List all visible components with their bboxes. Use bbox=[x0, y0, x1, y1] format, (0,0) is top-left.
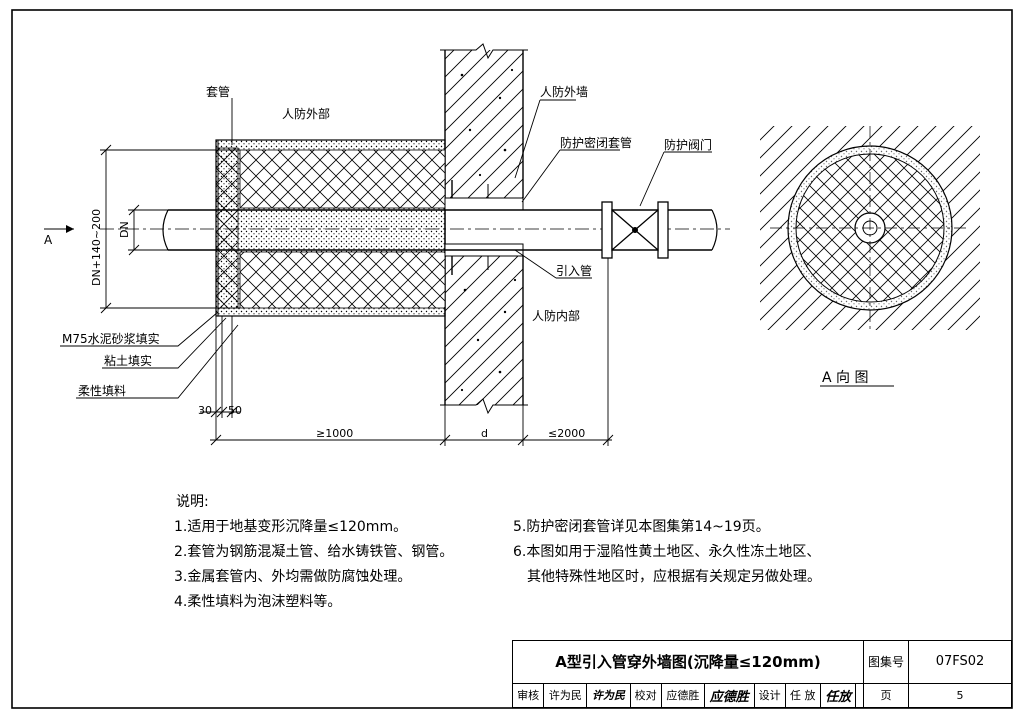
dim-30: 30 bbox=[198, 404, 212, 417]
label-clay: 粘土填实 bbox=[104, 353, 152, 368]
atlas-no-label: 图集号 bbox=[863, 640, 909, 684]
sheet-border bbox=[11, 9, 1013, 709]
notes-heading: 说明: bbox=[176, 494, 209, 510]
note-3: 3.金属套管内、外均需做防腐蚀处理。 bbox=[174, 569, 412, 585]
title-block: A型引入管穿外墙图(沉降量≤120mm) 图集号 07FS02 审核 许为民 许… bbox=[511, 640, 1012, 709]
drawing-labels: 套管 人防外部 人防外墙 防护密闭套管 防护阀门 引入管 人防内部 M75水泥砂… bbox=[44, 84, 868, 440]
note-1: 1.适用于地基变形沉降量≤120mm。 bbox=[174, 519, 408, 535]
section-view bbox=[44, 43, 730, 446]
protective-valve bbox=[601, 201, 669, 259]
label-protective-sleeve: 防护密闭套管 bbox=[560, 135, 632, 150]
reviewer-name: 许为民 bbox=[543, 682, 588, 709]
note-4: 4.柔性填料为泡沫塑料等。 bbox=[174, 594, 342, 610]
dim-d: d bbox=[481, 427, 488, 440]
design-label: 设计 bbox=[753, 682, 786, 709]
designer-signature: 任放 bbox=[819, 682, 857, 709]
label-mortar: M75水泥砂浆填实 bbox=[62, 331, 160, 346]
label-inlet-pipe: 引入管 bbox=[556, 263, 592, 278]
designer-name: 任 放 bbox=[784, 682, 821, 709]
note-6: 6.本图如用于湿陷性黄土地区、永久性冻土地区、 bbox=[513, 544, 821, 560]
dim-dn: DN bbox=[118, 221, 131, 238]
label-cd-outside: 人防外部 bbox=[282, 106, 330, 121]
label-sleeve: 套管 bbox=[206, 84, 230, 99]
outer-wall-lower bbox=[445, 250, 523, 405]
label-view-arrow: A bbox=[44, 233, 53, 247]
label-cd-inside: 人防内部 bbox=[532, 308, 580, 323]
note-6-cont: 其他特殊性地区时，应根据有关规定另做处理。 bbox=[527, 569, 821, 585]
checker-name: 应德胜 bbox=[660, 682, 705, 709]
drawing-title: A型引入管穿外墙图(沉降量≤120mm) bbox=[512, 640, 864, 684]
page-label: 页 bbox=[863, 682, 909, 709]
protective-sleeve bbox=[444, 197, 524, 211]
atlas-no: 07FS02 bbox=[908, 640, 1012, 684]
reviewer-signature: 许为民 bbox=[586, 682, 631, 709]
note-5: 5.防护密闭套管详见本图集第14~19页。 bbox=[513, 519, 770, 535]
review-label: 审核 bbox=[511, 682, 545, 709]
checker-signature: 应德胜 bbox=[703, 682, 755, 709]
a-direction-view bbox=[760, 126, 980, 387]
dim-le2000: ≤2000 bbox=[548, 427, 585, 440]
page-no: 5 bbox=[908, 682, 1012, 709]
dim-ge1000: ≥1000 bbox=[316, 427, 353, 440]
label-flexible-fill: 柔性填料 bbox=[78, 384, 126, 398]
mortar-band bbox=[215, 147, 239, 309]
dim-50: 50 bbox=[228, 404, 242, 417]
label-view-title: A 向 图 bbox=[822, 370, 868, 386]
label-protective-valve: 防护阀门 bbox=[664, 137, 712, 152]
note-2: 2.套管为钢筋混凝土管、给水铸铁管、钢管。 bbox=[174, 544, 454, 560]
dim-dn-140-200: DN+140~200 bbox=[90, 209, 103, 286]
check-label: 校对 bbox=[629, 682, 662, 709]
outer-wall-upper bbox=[445, 50, 523, 210]
label-cd-outer-wall: 人防外墙 bbox=[540, 84, 588, 99]
view-arrow bbox=[44, 225, 74, 233]
